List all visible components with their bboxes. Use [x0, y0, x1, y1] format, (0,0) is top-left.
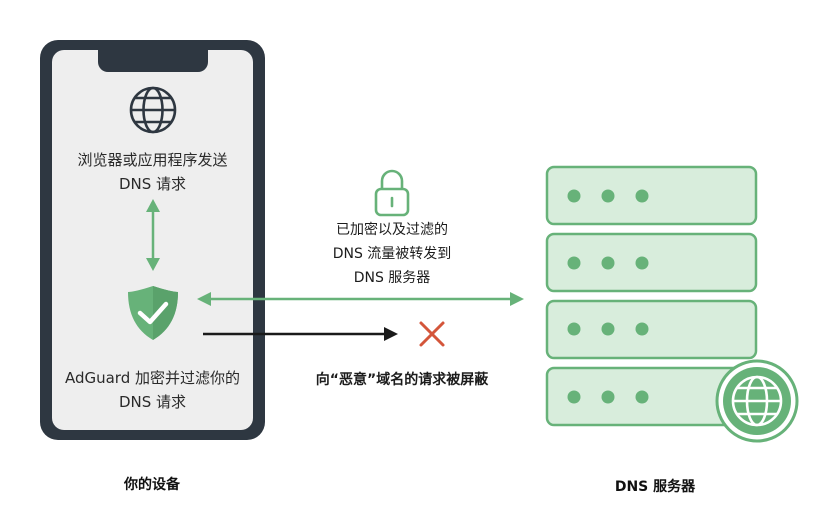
server-unit — [545, 165, 758, 226]
server-caption: DNS 服务器 — [614, 479, 696, 495]
globe-icon — [129, 86, 177, 134]
server-unit — [545, 366, 758, 427]
device-caption: 你的设备 — [124, 477, 180, 493]
server-globe-icon — [715, 359, 799, 443]
vertical-double-arrow — [146, 199, 160, 271]
phone-request-label: 浏览器或应用程序发送 DNS 请求 — [52, 148, 253, 196]
phone-notch — [98, 50, 208, 72]
adguard-filter-label: AdGuard 加密并过滤你的 DNS 请求 — [46, 366, 259, 414]
cross-icon — [419, 321, 445, 347]
lock-icon — [374, 169, 410, 217]
server-unit — [545, 232, 758, 293]
shield-check-icon — [128, 286, 178, 340]
adguard-line1: AdGuard 加密并过滤你的 — [64, 369, 241, 387]
adguard-line2: DNS 请求 — [118, 393, 187, 411]
encrypted-traffic-label: 已加密以及过滤的 DNS 流量被转发到 DNS 服务器 — [292, 218, 492, 290]
server-unit — [545, 299, 758, 360]
blocked-request-arrow — [203, 327, 398, 341]
blocked-request-label: 向“恶意”域名的请求被屏蔽 — [315, 372, 489, 388]
encrypted-line3: DNS 服务器 — [353, 270, 431, 286]
phone-request-line1: 浏览器或应用程序发送 — [77, 151, 228, 169]
encrypted-line2: DNS 流量被转发到 — [332, 246, 452, 262]
encrypted-traffic-arrow — [197, 292, 524, 306]
encrypted-line1: 已加密以及过滤的 — [336, 222, 448, 238]
phone-request-line2: DNS 请求 — [118, 175, 187, 193]
dns-server-stack — [545, 165, 758, 427]
